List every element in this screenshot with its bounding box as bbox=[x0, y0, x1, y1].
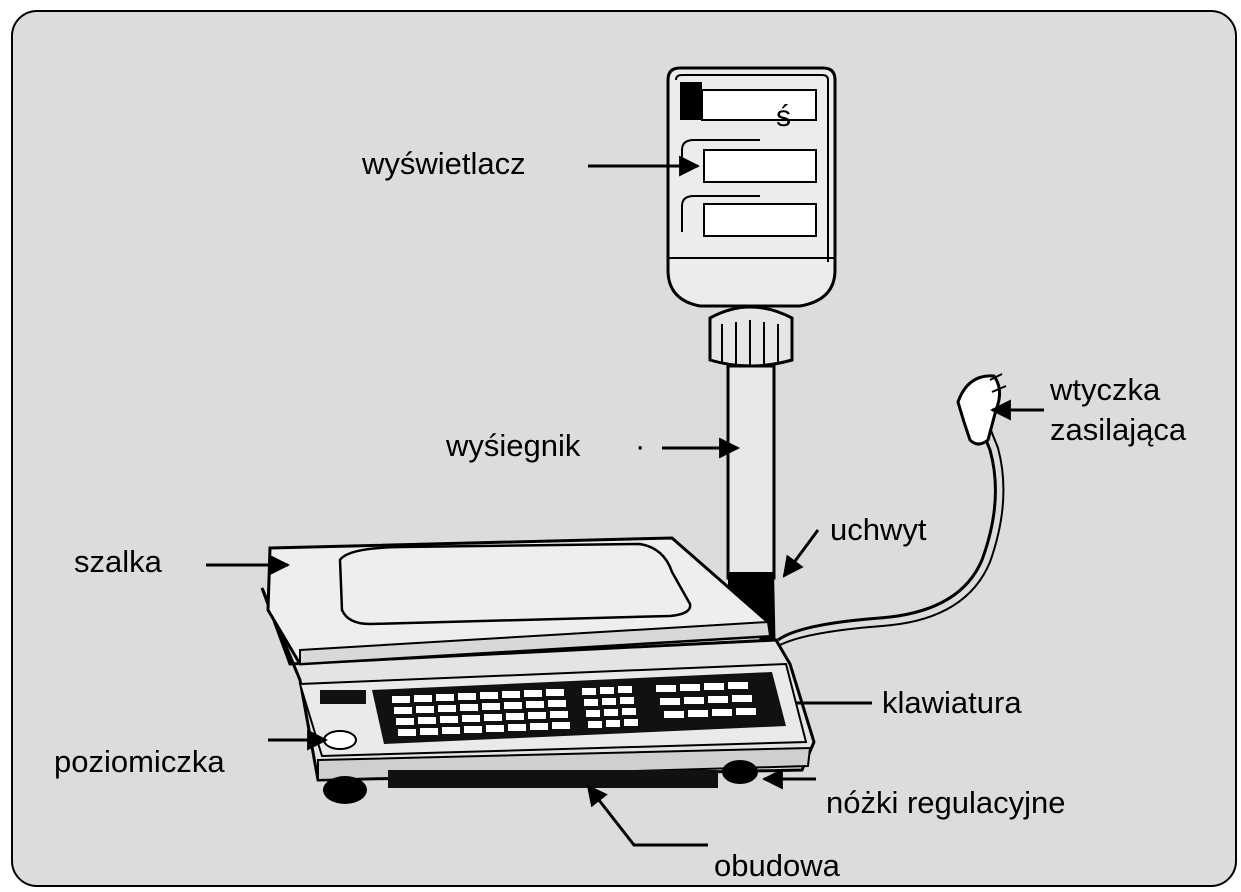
pole bbox=[726, 364, 776, 580]
label-level: poziomiczka bbox=[54, 744, 225, 779]
leader-lines bbox=[206, 155, 1044, 847]
power-plug bbox=[956, 373, 1007, 446]
label-boom: wyśiegnik bbox=[446, 428, 581, 463]
pole-collar bbox=[708, 305, 794, 368]
display-head: ś bbox=[666, 66, 837, 308]
label-feet: nóżki regulacyjne bbox=[826, 785, 1066, 820]
handle-arrow bbox=[782, 529, 820, 578]
label-display: wyświetlacz bbox=[362, 146, 526, 181]
housing-arrow bbox=[586, 784, 708, 847]
label-handle: uchwyt bbox=[830, 512, 927, 547]
label-plug: wtyczka zasilająca bbox=[1050, 372, 1187, 447]
label-pan: szalka bbox=[74, 544, 162, 579]
keyboard-keys bbox=[392, 682, 756, 736]
label-housing: obudowa bbox=[714, 848, 840, 883]
label-boom-dot: · bbox=[635, 428, 646, 463]
label-keyboard: klawiatura bbox=[882, 685, 1022, 720]
display-glyph: ś bbox=[776, 100, 791, 133]
